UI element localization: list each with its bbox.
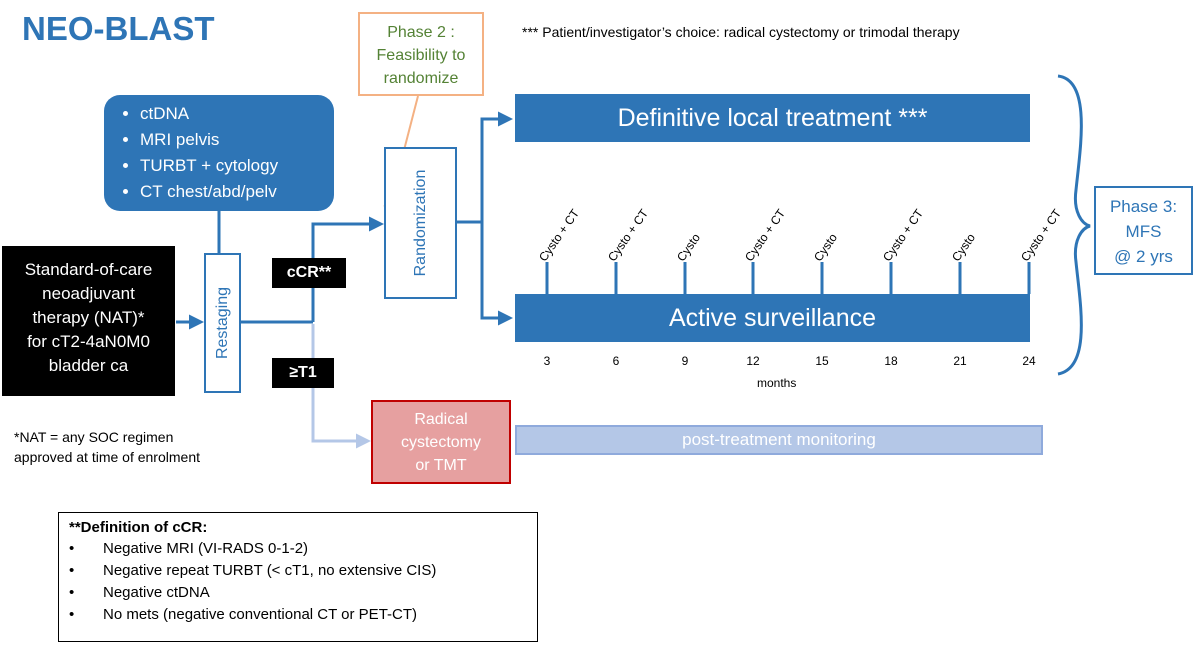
assessment-mri: MRI pelvis: [140, 127, 334, 153]
ccr-tag: cCR**: [272, 258, 346, 288]
phase2-line-1: Phase 2 :: [387, 24, 455, 41]
restaging-box: Restaging: [204, 253, 241, 393]
radical-line-1: Radical: [414, 411, 468, 428]
months-axis-label: months: [757, 376, 797, 390]
ccr-definition-box: **Definition of cCR: • Negative MRI (VI-R…: [58, 512, 538, 642]
month-label: 24: [1022, 354, 1036, 368]
nat-footnote-line-1: *NAT = any SOC regimen: [14, 429, 174, 445]
restaging-label: Restaging: [213, 286, 231, 360]
nat-line-4: for cT2-4aN0M0: [27, 332, 150, 351]
nat-footnote: *NAT = any SOC regimen approved at time …: [14, 427, 200, 467]
post-treatment-monitoring-bar: post-treatment monitoring: [515, 425, 1043, 455]
ccr-definition-item: • Negative ctDNA: [69, 582, 527, 604]
bullet-icon: •: [69, 584, 75, 601]
definitive-local-treatment-bar: Definitive local treatment ***: [515, 94, 1030, 142]
ccr-definition-text: Negative MRI (VI-RADS 0-1-2): [103, 540, 309, 557]
month-label: 6: [612, 354, 620, 368]
phase3-line-3: @ 2 yrs: [1114, 247, 1173, 266]
randomization-label: Randomization: [411, 169, 429, 277]
month-label: 21: [953, 354, 967, 368]
month-label: 3: [543, 354, 551, 368]
month-label: 15: [815, 354, 829, 368]
nat-footnote-line-2: approved at time of enrolment: [14, 449, 200, 465]
t1-tag: ≥T1: [272, 358, 334, 388]
randomization-box: Randomization: [384, 147, 457, 299]
nat-line-3: therapy (NAT)*: [32, 308, 145, 327]
arrow-to-surveillance: [480, 222, 513, 326]
ccr-definition-text: Negative ctDNA: [103, 584, 210, 601]
arrow-to-definitive: [480, 111, 513, 222]
assessment-ct: CT chest/abd/pelv: [140, 179, 334, 205]
ccr-definition-text: Negative repeat TURBT (< cT1, no extensi…: [103, 562, 437, 579]
ccr-definition-item: • Negative repeat TURBT (< cT1, no extens…: [69, 560, 527, 582]
bullet-icon: •: [69, 540, 75, 557]
curly-brace: [1057, 74, 1091, 376]
nat-box: Standard-of-care neoadjuvant therapy (NA…: [2, 246, 175, 396]
month-label: 12: [746, 354, 760, 368]
phase2-line-2: Feasibility to: [376, 47, 466, 64]
assessments-box: ctDNA MRI pelvis TURBT + cytology CT che…: [104, 95, 334, 211]
nat-line-2: neoadjuvant: [42, 284, 135, 303]
bullet-icon: •: [69, 562, 75, 579]
surveillance-ticks: [545, 262, 1031, 294]
top-footnote: *** Patient/investigator’s choice: radic…: [522, 24, 960, 40]
radical-line-2: cystectomy: [400, 434, 481, 451]
ccr-definition-item: • Negative MRI (VI-RADS 0-1-2): [69, 538, 527, 560]
ccr-definition-heading: **Definition of cCR:: [69, 519, 208, 536]
radical-line-3: or TMT: [415, 457, 467, 474]
assessment-turbt: TURBT + cytology: [140, 153, 334, 179]
assessment-ctdna: ctDNA: [140, 101, 334, 127]
nat-line-1: Standard-of-care: [24, 260, 153, 279]
diagram-title: NEO-BLAST: [22, 10, 215, 47]
phase3-line-2: MFS: [1125, 222, 1162, 241]
phase3-line-1: Phase 3:: [1109, 197, 1178, 216]
month-label: 9: [681, 354, 689, 368]
arrow-ccr-to-randomization: [311, 216, 384, 322]
nat-line-5: bladder ca: [48, 356, 129, 375]
phase3-box: Phase 3: MFS @ 2 yrs: [1094, 186, 1193, 275]
radical-cystectomy-box: Radical cystectomy or TMT: [371, 400, 511, 484]
phase2-line-3: randomize: [383, 70, 459, 87]
bullet-icon: •: [69, 606, 75, 623]
ccr-definition-item: • No mets (negative conventional CT or PE…: [69, 604, 527, 626]
phase2-box: Phase 2 : Feasibility to randomize: [358, 12, 484, 96]
ccr-definition-text: No mets (negative conventional CT or PET…: [103, 606, 418, 623]
month-label: 18: [884, 354, 898, 368]
active-surveillance-bar: Active surveillance: [515, 294, 1030, 342]
